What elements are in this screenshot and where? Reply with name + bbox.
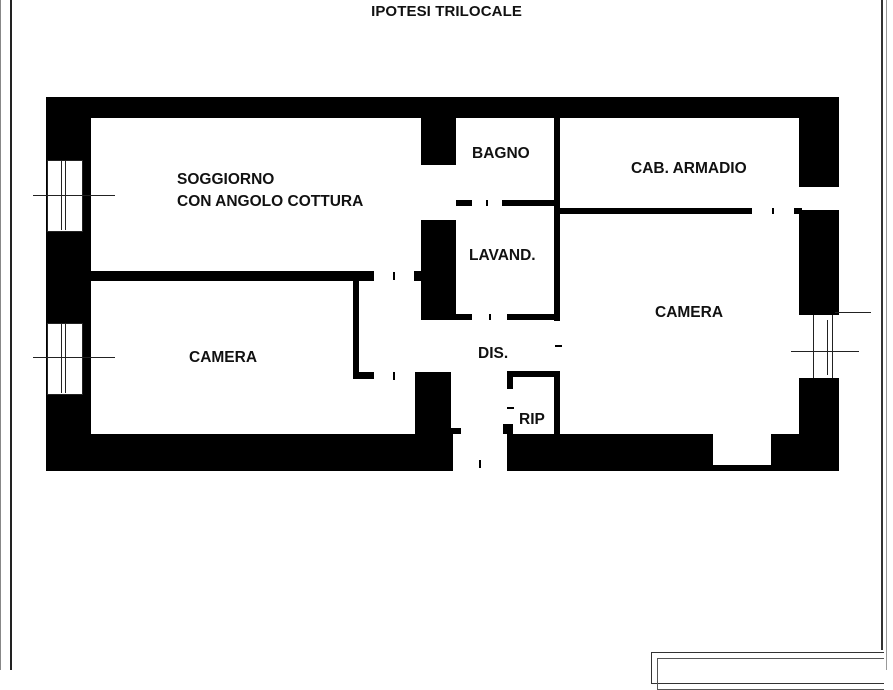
room-label-soggiorno-line2: CON ANGOLO COTTURA	[177, 193, 364, 210]
room-label-camera-left: CAMERA	[189, 349, 258, 366]
wall-core-upper-stub	[414, 271, 424, 281]
drawing-title: IPOTESI TRILOCALE	[371, 3, 522, 20]
wall-rip-east	[554, 371, 560, 434]
door-marker	[507, 407, 514, 409]
window-right-axis-top	[835, 312, 871, 313]
wall-bagno-lavand-left	[456, 200, 472, 206]
wall-rip-west	[507, 371, 513, 389]
wall-core-upper	[421, 118, 456, 165]
wall-core-lower	[415, 372, 451, 434]
room-label-bagno: BAGNO	[472, 145, 530, 162]
room-label-dis: DIS.	[478, 345, 509, 362]
wall-right-upper	[799, 97, 839, 187]
wall-core-mid	[421, 220, 456, 320]
wall-bottom-left	[46, 434, 453, 471]
wall-camera-left-door-jamb	[353, 372, 374, 379]
wall-bagno-east	[554, 118, 560, 321]
window-right	[813, 315, 833, 378]
wall-left	[46, 97, 91, 471]
room-label-rip: RIP	[519, 411, 545, 428]
frame-outer-left-line	[0, 0, 1, 670]
wall-bottom-right-b	[713, 465, 771, 471]
frame-left-line	[10, 0, 12, 670]
window-left-lower-mullion2	[65, 323, 66, 393]
wall-camera-left-east	[353, 281, 359, 379]
room-label-soggiorno: SOGGIORNO CON ANGOLO COTTURA	[177, 170, 363, 211]
door-marker	[555, 345, 562, 347]
entrance-door-marker	[479, 460, 481, 468]
room-label-lavand: LAVAND.	[469, 247, 536, 264]
wall-core-lower-stub	[451, 428, 461, 434]
door-marker	[393, 372, 395, 380]
wall-lavand-bottom-right	[507, 314, 560, 320]
wall-bottom-right-a	[507, 434, 713, 471]
room-label-soggiorno-line1: SOGGIORNO	[177, 171, 275, 188]
window-left-lower-mullion	[61, 323, 62, 393]
window-left-lower-axis	[33, 357, 115, 358]
window-right-axis	[791, 351, 859, 352]
room-label-camera-right: CAMERA	[655, 304, 724, 321]
wall-bottom-right-c	[771, 434, 839, 471]
wall-soggiorno-camera	[91, 271, 374, 281]
door-marker	[486, 200, 488, 206]
window-left-upper-axis	[33, 195, 115, 196]
door-marker	[489, 314, 491, 320]
room-label-cab-armadio: CAB. ARMADIO	[631, 160, 747, 177]
wall-bagno-lavand-right	[502, 200, 558, 206]
frame-right-line	[881, 0, 883, 650]
wall-cab-camera	[560, 208, 752, 214]
frame-outer-right-line	[886, 0, 887, 670]
door-marker	[772, 208, 774, 214]
window-right-mullion	[827, 320, 828, 375]
wall-cab-camera-stub	[794, 208, 802, 214]
wall-top	[46, 97, 839, 118]
wall-rip-west-stub	[503, 424, 513, 434]
title-block-inner	[657, 658, 884, 690]
wall-right-mid	[799, 210, 839, 315]
wall-lavand-bottom-left	[424, 314, 472, 320]
door-marker	[393, 272, 395, 280]
wall-rip-top	[507, 371, 560, 377]
